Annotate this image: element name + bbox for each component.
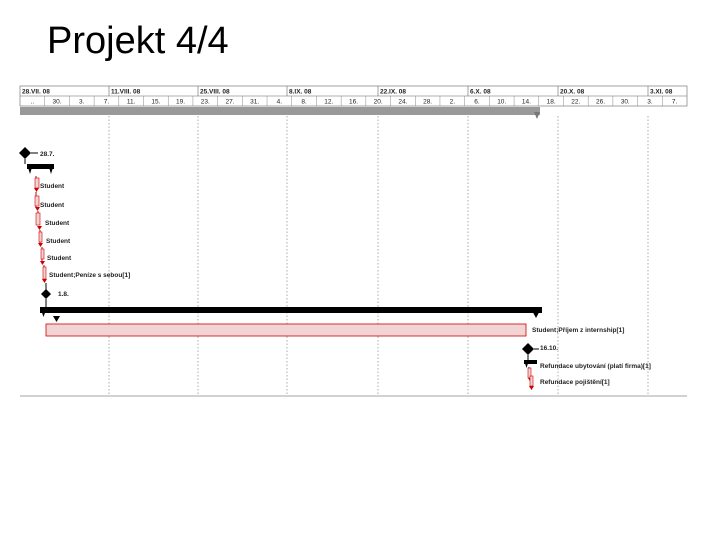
internship-summary-start-icon — [40, 307, 47, 317]
day-label: 28. — [423, 99, 432, 106]
task-student-2-label: Student — [40, 202, 65, 209]
day-label: 27. — [225, 99, 234, 106]
task-student-money-label: Student;Peníze s sebou[1] — [49, 272, 130, 279]
week-label: 3.XI. 08 — [650, 89, 673, 96]
refund-summary-bar[interactable] — [524, 360, 537, 364]
summary-task-bar[interactable] — [27, 164, 54, 169]
task-student-3-label: Student — [45, 220, 70, 227]
task-student-money[interactable]: Student;Peníze s sebou[1] — [42, 265, 130, 283]
milestone-start-label: 28.7. — [40, 151, 55, 158]
task-student-1-label: Student — [40, 183, 65, 190]
day-label: 14. — [522, 99, 531, 106]
summary-end-cap-icon — [48, 164, 54, 174]
task-refund-insurance[interactable]: Refundace pojištění[1] — [529, 375, 610, 390]
day-label: 24. — [398, 99, 407, 106]
day-label: 15. — [151, 99, 160, 106]
project-summary-bar[interactable] — [20, 107, 540, 115]
task-student-4-label: Student — [46, 238, 71, 245]
task-student-4[interactable]: Student — [38, 230, 71, 247]
day-label: 4. — [277, 99, 283, 106]
milestone-mid-diamond-icon[interactable] — [41, 289, 51, 299]
day-label: 3. — [647, 99, 653, 106]
day-label: 18. — [547, 99, 556, 106]
week-label: 22.IX. 08 — [380, 89, 406, 96]
day-label: 7. — [104, 99, 110, 106]
week-label: 25.VIII. 08 — [200, 89, 230, 96]
slide-title: Projekt 4/4 — [47, 20, 229, 62]
milestone-end-diamond-icon[interactable] — [522, 343, 534, 355]
day-label: 31. — [250, 99, 259, 106]
day-label: 23. — [201, 99, 210, 106]
day-label: 7. — [672, 99, 678, 106]
day-label: 30. — [621, 99, 630, 106]
internship-summary-end-icon — [530, 307, 542, 318]
week-label: 20.X. 08 — [560, 89, 585, 96]
day-label: 30. — [53, 99, 62, 106]
day-label: 16. — [349, 99, 358, 106]
day-label: 11. — [127, 99, 136, 106]
week-label: 28.VII. 08 — [22, 89, 50, 96]
day-label: 10. — [497, 99, 506, 106]
day-label: 2. — [450, 99, 456, 106]
task-student-1[interactable]: Student — [34, 176, 65, 192]
milestone-end-label: 16.10. — [540, 345, 558, 352]
day-label: 22. — [571, 99, 580, 106]
task-refund-housing-label: Refundace ubytování (platí firma)[1] — [540, 363, 651, 370]
day-label: 26. — [596, 99, 605, 106]
milestone-diamond-icon[interactable] — [19, 147, 31, 159]
week-label: 6.X. 08 — [470, 89, 491, 96]
connector-arrow-icon — [53, 316, 60, 322]
day-label: 19. — [176, 99, 185, 106]
task-student-5[interactable]: Student — [40, 247, 72, 265]
task-refund-insurance-label: Refundace pojištění[1] — [540, 379, 610, 386]
internship-summary-bar[interactable] — [40, 307, 542, 313]
task-student-3[interactable]: Student — [35, 211, 70, 230]
day-label: 3. — [79, 99, 85, 106]
task-student-income-label: Student;Příjem z internship[1] — [532, 327, 624, 334]
day-label: 12. — [324, 99, 333, 106]
day-label: 8. — [301, 99, 307, 106]
task-student-5-label: Student — [47, 255, 72, 262]
project-summary-end-icon — [534, 112, 540, 119]
day-label: 20. — [374, 99, 383, 106]
day-label: 6. — [474, 99, 480, 106]
week-label: 11.VIII. 08 — [111, 89, 141, 96]
task-student-income-bar[interactable] — [45, 323, 527, 337]
summary-start-cap-icon — [27, 164, 33, 174]
milestone-mid-label: 1.8. — [58, 291, 69, 298]
task-student-2[interactable]: Student — [34, 192, 65, 211]
week-label: 8.IX. 08 — [289, 89, 312, 96]
day-label: .. — [31, 99, 35, 106]
